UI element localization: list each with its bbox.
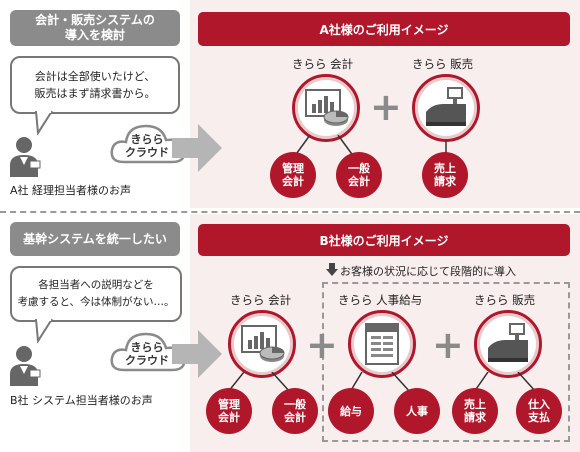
document-icon (365, 323, 399, 365)
section-a-module-kanri: 管理 会計 (270, 152, 316, 198)
section-b-module-kyuyo: 給与 (328, 388, 374, 434)
section-b-note: お客様の状況に応じて段階的に導入 (340, 265, 516, 278)
section-b-product3-title: きらら 販売 (474, 293, 536, 307)
section-b-plus-1: + (306, 323, 338, 367)
section-b-product1-title: きらら 会計 (230, 293, 292, 307)
section-b-bubble: 各担当者への説明などを 考慮すると、今は体制がない…。 (10, 266, 182, 322)
arrow-right-icon (172, 330, 222, 378)
section-b-product2-title: きらら 人事給与 (338, 293, 423, 307)
section-b-module-jinji: 人事 (394, 388, 440, 434)
bubble-tail (35, 319, 53, 343)
section-a-module-uriage: 売上 請求 (422, 152, 468, 198)
section-b-module-kanri: 管理 会計 (206, 388, 252, 434)
section-b-right-header: B社様のご利用イメージ (198, 224, 570, 256)
section-b-module-ippan: 一般 会計 (272, 388, 318, 434)
bubble-tail (35, 111, 53, 135)
register-icon (426, 87, 466, 126)
person-icon (10, 137, 41, 177)
section-a-plus: + (370, 85, 402, 129)
section-b-person-caption: B社 システム担当者様のお声 (10, 394, 153, 407)
section-b-left-header: 基幹システムを統一したい (10, 222, 180, 256)
section-a-left-header: 会計・販売システムの 導入を検討 (10, 10, 180, 46)
arrow-right-icon (172, 124, 222, 172)
chart-icon (241, 325, 285, 362)
register-icon (488, 323, 528, 362)
section-b-module-shiire: 仕入 支払 (516, 388, 562, 434)
section-a-right-header: A社様のご利用イメージ (198, 12, 570, 46)
section-b-plus-2: + (432, 323, 464, 367)
section-a-product1-title: きらら 会計 (292, 57, 354, 71)
section-a-bubble: 会計は全部使いたけど、 販売はまず請求書から。 (10, 56, 180, 114)
arrow-down-icon (326, 263, 338, 276)
section-b-cloud-label: きらら クラウド (125, 341, 169, 367)
section-b-module-uriage: 売上 請求 (452, 388, 498, 434)
section-a-product2-title: きらら 販売 (412, 57, 474, 71)
section-a-cloud-label: きらら クラウド (125, 133, 169, 159)
section-a-person-caption: A社 経理担当者様のお声 (10, 184, 132, 197)
section-b-staged-box (322, 282, 570, 442)
section-a-module-ippan: 一般 会計 (336, 152, 382, 198)
section-divider (0, 211, 580, 213)
person-icon (10, 346, 41, 386)
chart-icon (305, 89, 349, 126)
